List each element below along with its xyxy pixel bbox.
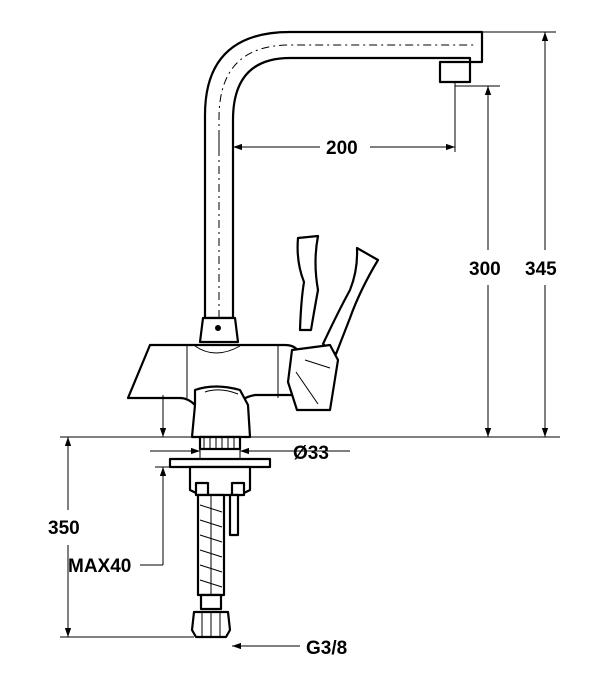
lever-two xyxy=(321,246,380,356)
label-spout-height: 300 xyxy=(469,259,501,280)
label-base-diameter: Ø33 xyxy=(293,443,329,464)
body-neck xyxy=(190,385,252,439)
label-max-counter-thickness: MAX40 xyxy=(68,556,131,577)
hose-fitting xyxy=(199,593,223,611)
washer-plate xyxy=(168,457,272,469)
label-connection-thread: G3/8 xyxy=(306,638,347,659)
faucet-body xyxy=(126,30,484,439)
mounting-stud xyxy=(228,493,240,537)
label-spout-reach: 200 xyxy=(326,138,358,159)
mounting-assembly xyxy=(168,435,272,639)
spout xyxy=(203,30,484,320)
spout-centerline xyxy=(218,44,476,318)
aerator xyxy=(438,60,472,84)
dimension-lines xyxy=(60,31,556,650)
lever-hub xyxy=(286,343,340,412)
label-under-counter-length: 350 xyxy=(48,518,80,539)
label-total-height: 345 xyxy=(525,259,557,280)
lever-one xyxy=(296,234,320,332)
